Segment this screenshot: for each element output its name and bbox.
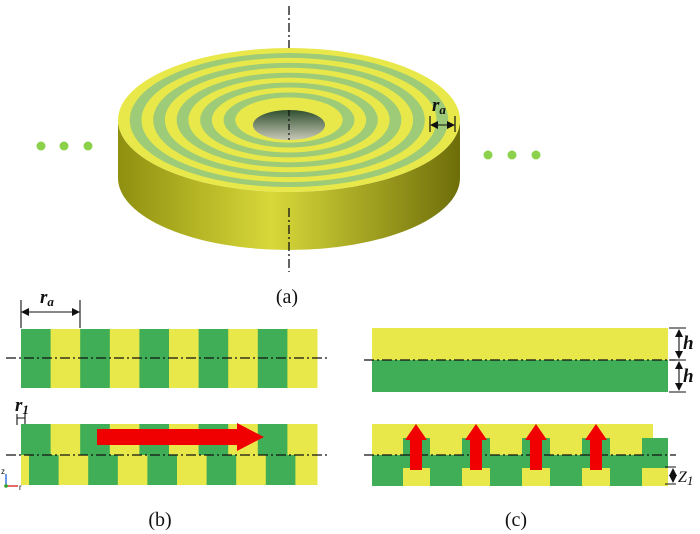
c-yellow-notch [462,468,490,486]
disc-side [118,120,460,250]
c-up-arrow [465,424,487,470]
disc-ra-label: ra [432,95,446,117]
panel-b-caption: (b) [148,509,171,531]
b-lower-stripe [177,455,208,485]
panel-c-caption: (c) [505,509,527,531]
b-r1-label: r1 [15,395,29,417]
c-yellow-notch [403,468,430,486]
b-lower-stripe [29,455,60,485]
b-lower-stripe [147,455,178,485]
c-yellow-notch [522,468,550,486]
b-upper-stripe [50,424,81,455]
c-z1-label: Z1 [678,469,693,488]
b-lower-stripe [58,455,89,485]
c-yellow-notch [642,468,668,486]
c-h-label-upper: h [683,333,694,354]
axes-icon-r: r [19,483,22,492]
axes-icon: z r [1,467,22,492]
panel-c: h h Z1 (c) [364,327,694,531]
b-ra-label: ra [40,287,54,309]
c-top-yellow-layer [372,328,668,360]
c-displacement-arrows [405,424,607,470]
b-lower-stripe [21,455,29,485]
axes-icon-z: z [1,467,5,476]
b-upper-stripe [21,424,52,455]
panel-b: ra r1 (b) [6,287,328,531]
c-green-tooth [430,455,462,486]
ellipsis-right [483,150,541,160]
b-lower-stripe [236,455,267,485]
b-lower-stripe [265,455,296,485]
c-top-green-layer [372,360,668,392]
b-lower-stripe [117,455,148,485]
c-green-tooth [372,455,403,486]
ellipsis-left [36,141,93,151]
b-lower-stripe [206,455,237,485]
b-lower-stripe [295,455,318,485]
c-up-arrow [525,424,547,470]
c-green-tooth [610,455,642,486]
panel-a-disc: ra (a) [36,6,541,308]
c-up-arrow [405,424,427,470]
b-upper-stripe [287,424,318,455]
disc-concentric-rings [118,48,460,192]
b-upper-stripe [257,424,288,455]
c-green-tooth [490,455,522,486]
c-h-label-lower: h [683,366,694,387]
panel-a-caption: (a) [276,286,298,308]
c-up-arrow [585,424,607,470]
c-green-tooth [550,455,582,486]
c-yellow-notch [582,468,610,486]
b-lower-stripe [88,455,119,485]
b-displacement-arrow [97,423,264,451]
